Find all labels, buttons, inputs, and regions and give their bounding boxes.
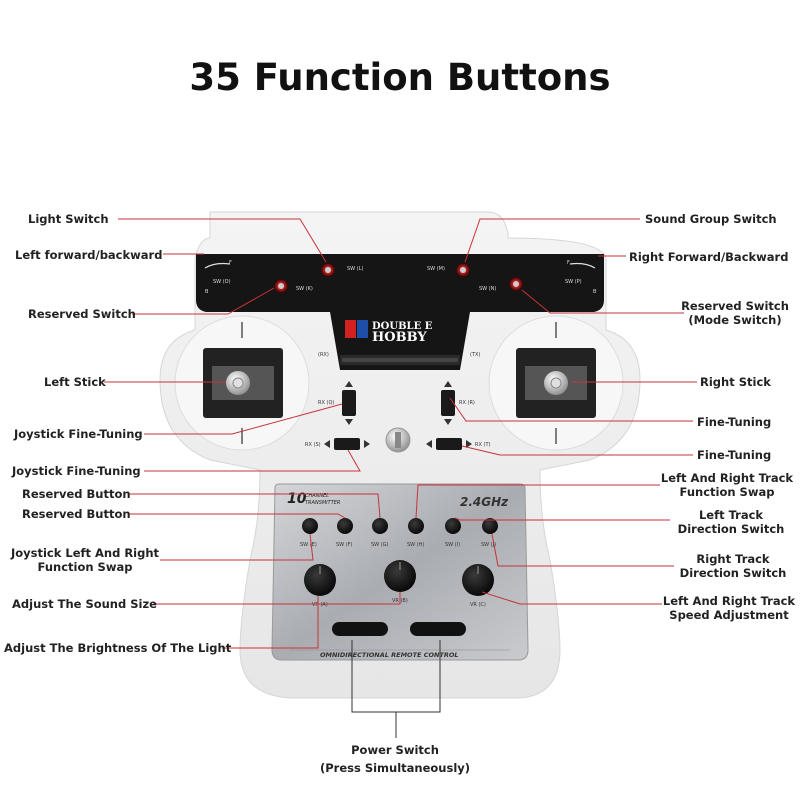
dev-sw-l: SW (L) [347,266,363,272]
bottom-brand-text: OMNIDIRECTIONAL REMOTE CONTROL [320,651,459,659]
label-reserved-button2: Reserved Button [22,507,131,521]
dev-sw-p: SW (P) [565,279,582,285]
dev-tx: (TX) [470,352,480,358]
button-sw-i [445,518,461,534]
trim-rx-t [426,438,472,450]
dev-vr-a: VR (A) [312,602,328,608]
dev-sw-n: SW (N) [479,286,496,292]
label-sound-size: Adjust The Sound Size [12,597,157,611]
dev-b-left: B [205,289,209,295]
toggle-sw-m [456,263,470,277]
dev-rx: (RX) [318,352,329,358]
label-right-track: Right Track Direction Switch [674,552,792,580]
freq-label: 2.4GHz [460,495,509,509]
toggle-sw-k [274,279,288,293]
brand-logo-mark [345,320,368,338]
toggle-sw-n [509,277,523,291]
label-left-stick: Left Stick [44,375,106,389]
label-joystick-ft2: Joystick Fine-Tuning [12,464,141,478]
button-sw-e [302,518,318,534]
label-fine-tuning2: Fine-Tuning [697,448,772,462]
label-right-stick: Right Stick [700,375,771,389]
label-left-track-line1: Left Track [698,508,764,522]
dev-rx-q: RX (Q) [318,400,334,406]
dev-sw-h: SW (H) [407,542,424,548]
label-power-line2: (Press Simultaneously) [319,761,471,775]
knob-vr-a [304,564,336,596]
dev-sw-g: SW (G) [371,542,389,548]
top-panel [196,254,604,370]
dev-f-left: F [229,260,232,266]
knob-vr-b [384,560,416,592]
knob-vr-c [462,564,494,596]
label-brightness: Adjust The Brightness Of The Light [4,641,232,655]
dev-sw-i: SW (I) [445,542,460,548]
power-bracket [351,640,441,738]
dev-vr-c: VR (C) [470,602,486,608]
label-power-switch: Power Switch (Press Simultaneously) [300,743,490,775]
dev-sw-f: SW (F) [336,542,353,548]
label-reserved-mode: Reserved Switch (Mode Switch) [680,299,790,327]
left-stick-area [174,315,310,451]
dev-rx-t: RX (T) [475,442,490,448]
label-right-fb: Right Forward/Backward [629,250,789,264]
label-reserved-mode-line2: (Mode Switch) [688,313,782,327]
label-left-track: Left Track Direction Switch [672,508,790,536]
label-track-swap: Left And Right Track Function Swap [660,471,794,499]
dev-f-right: F [567,260,570,266]
label-speed-adj: Left And Right Track Speed Adjustment [662,594,796,622]
right-stick-area [488,315,624,451]
dev-sw-k: SW (K) [296,286,313,292]
label-light-switch: Light Switch [28,212,109,226]
channel-text2: TRANSMITTER [305,500,340,506]
label-fine-tuning1: Fine-Tuning [697,415,772,429]
power-button-right [410,622,466,636]
dev-sw-e: SW (E) [300,542,317,548]
label-track-swap-line2: Function Swap [679,485,775,499]
dev-b-right: B [593,289,597,295]
channel-number: 10 [287,491,307,507]
toggle-sw-l [321,263,335,277]
label-sound-group: Sound Group Switch [645,212,777,226]
page-title: 35 Function Buttons [189,56,611,99]
label-left-track-line2: Direction Switch [677,522,785,536]
label-reserved-button1: Reserved Button [22,487,131,501]
channel-text1: CHANNEL [305,493,329,499]
label-right-track-line2: Direction Switch [679,566,787,580]
label-joystick-swap: Joystick Left And Right Function Swap [10,546,160,574]
label-speed-adj-line2: Speed Adjustment [669,608,789,622]
label-right-track-line1: Right Track [696,552,770,566]
button-sw-f [337,518,353,534]
brand-line2: HOBBY [372,330,427,345]
label-reserved-switch: Reserved Switch [28,307,136,321]
label-left-fb: Left forward/backward [15,248,163,262]
label-speed-adj-line1: Left And Right Track [662,594,796,608]
label-joystick-swap-line2: Function Swap [37,560,133,574]
trim-rx-r [441,381,455,425]
dev-rx-s: RX (S) [305,442,321,448]
trim-rx-s [324,438,370,450]
button-sw-g [372,518,388,534]
leader-lines [104,218,697,649]
dev-sw-j: SW (J) [481,542,496,548]
led-strip [342,358,458,362]
trim-rx-q [342,381,356,425]
label-joystick-swap-line1: Joystick Left And Right [10,546,160,560]
label-track-swap-line1: Left And Right Track [660,471,794,485]
button-sw-j [482,518,498,534]
label-joystick-ft1: Joystick Fine-Tuning [14,427,143,441]
dev-sw-o: SW (O) [213,279,231,285]
label-reserved-mode-line1: Reserved Switch [681,299,789,313]
power-button-left [332,622,388,636]
dev-rx-r: RX (R) [459,400,475,406]
button-sw-h [408,518,424,534]
label-power-line1: Power Switch [351,743,439,757]
brand-line1: DOUBLE E [372,321,433,332]
dev-sw-m: SW (M) [427,266,445,272]
center-knob [385,427,411,453]
